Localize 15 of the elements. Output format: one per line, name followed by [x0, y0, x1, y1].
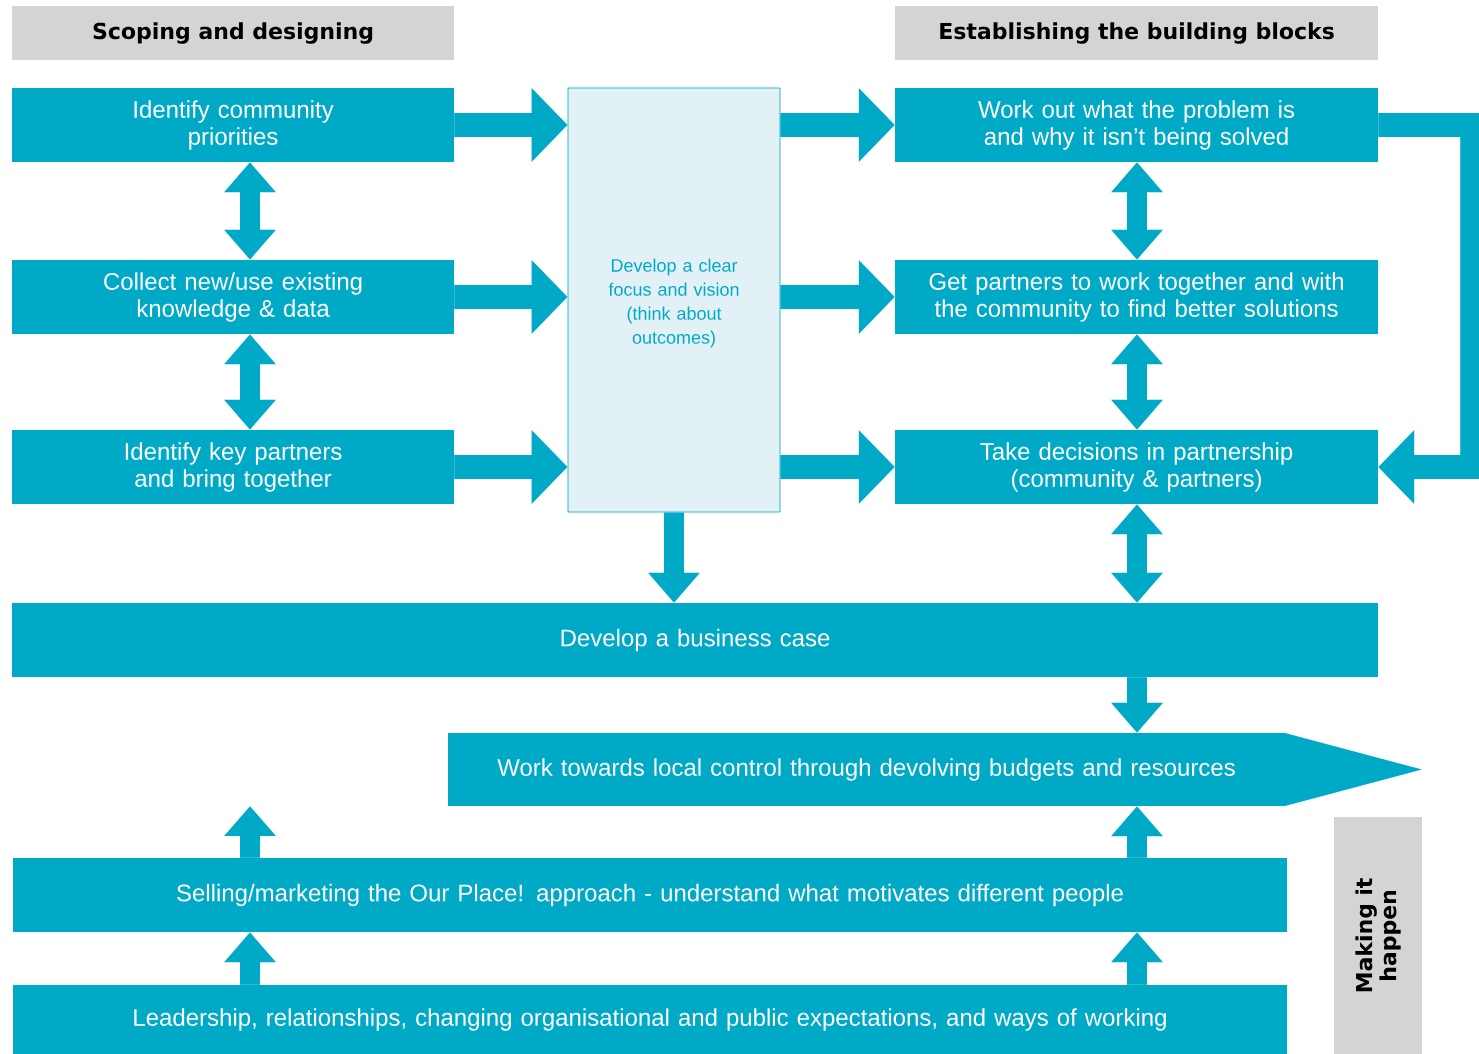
arrow-banner: Work towards local control through devolving budgets and resources: [448, 733, 1422, 806]
section-header: Establishing the building blocks: [895, 6, 1378, 60]
block-arrow: [1378, 113, 1479, 505]
process-box: Identify key partners and bring together: [12, 430, 454, 504]
process-box: Identify community priorities: [12, 88, 454, 162]
process-box: Get partners to work together and with the community to find better solutions: [895, 260, 1378, 334]
process-box: Selling/marketing the Our Place! approach - understand what motivates different people: [13, 858, 1287, 932]
process-box: Work out what the problem is and why it isn’t being solved: [895, 88, 1378, 162]
process-box: Take decisions in partnership (community & partners): [895, 430, 1378, 504]
process-box: Leadership, relationships, changing organisational and public expectations, and ways of working: [13, 985, 1287, 1054]
section-header: Scoping and designing: [12, 6, 454, 60]
focus-box: Develop a clear focus and vision (think about outcomes): [567, 87, 781, 513]
process-box: Develop a business case: [12, 603, 1378, 677]
process-box: Collect new/use existing knowledge & data: [12, 260, 454, 334]
section-header: Making it happen: [1334, 817, 1422, 1054]
